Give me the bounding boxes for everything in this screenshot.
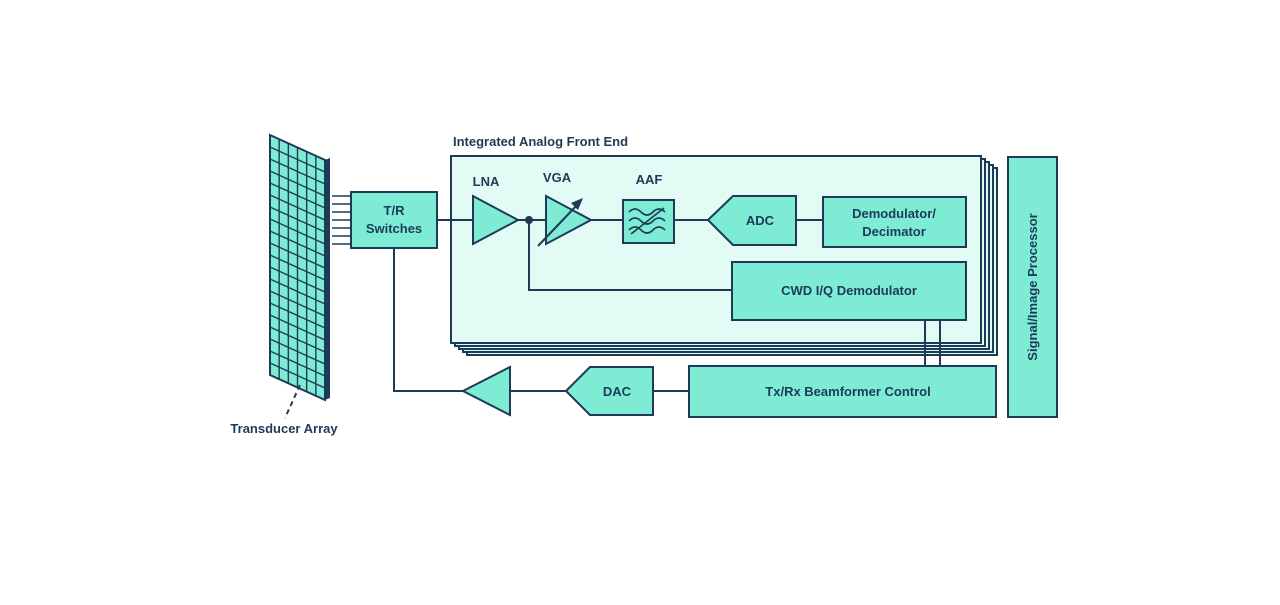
vga-label: VGA: [543, 170, 572, 185]
signal-image-processor-label: Signal/Image Processor: [1025, 213, 1040, 360]
aaf-label: AAF: [636, 172, 663, 187]
dac-label: DAC: [603, 384, 632, 399]
vga-gain-arrow: [537, 198, 583, 247]
dac-block: [564, 366, 654, 416]
demodulator-label-line2: Decimator: [862, 224, 926, 239]
lna-output-node: [525, 216, 533, 224]
tr-switches-label-line2: Switches: [366, 221, 422, 236]
vga-amplifier: [545, 194, 594, 246]
demodulator-label-line1: Demodulator/: [852, 206, 936, 221]
afe-title: Integrated Analog Front End: [453, 134, 628, 149]
aaf-filter-icon: [628, 207, 666, 235]
transmit-amplifier: [460, 365, 511, 417]
transducer-array-label: Transducer Array: [230, 421, 338, 436]
cwd-iq-demodulator-block: [731, 261, 967, 321]
tr-switches-label-line1: T/R: [384, 203, 406, 218]
beamformer-control-label: Tx/Rx Beamformer Control: [765, 384, 930, 399]
adc-block: [706, 195, 797, 246]
beamformer-control-block: [688, 365, 997, 418]
transducer-label-leader: [284, 384, 301, 419]
cwd-iq-demodulator-label: CWD I/Q Demodulator: [781, 283, 917, 298]
adc-label: ADC: [746, 213, 775, 228]
signal-image-processor-block: [1007, 156, 1058, 418]
demodulator-decimator-block: [822, 196, 967, 248]
transducer-array: [269, 133, 330, 402]
element-wires: [332, 195, 350, 245]
signal-wires: [393, 219, 941, 392]
tr-switches-block: [350, 191, 438, 249]
afe-stack: [450, 155, 998, 356]
lna-label: LNA: [473, 174, 500, 189]
lna-amplifier: [472, 194, 521, 246]
aaf-filter: [622, 199, 675, 244]
